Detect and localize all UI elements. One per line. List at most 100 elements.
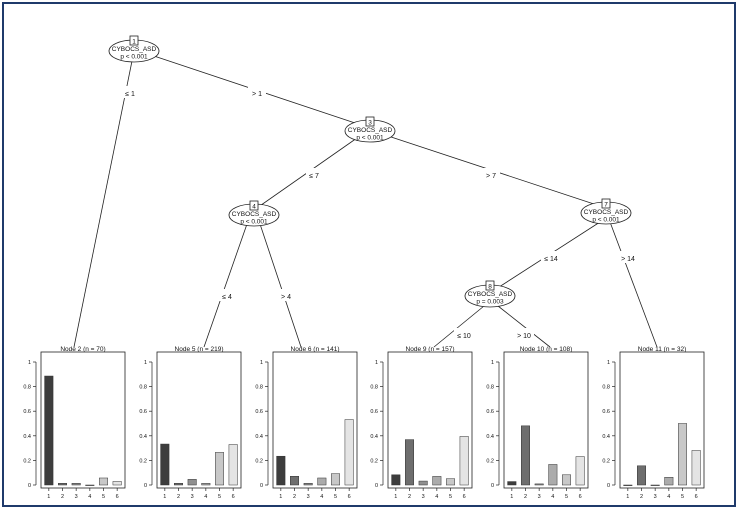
- y-tick-label: 0.6: [370, 409, 378, 415]
- x-tick-label: 2: [293, 494, 296, 500]
- terminal-node-panels: Node 2 (n = 70) 0 0.2 0.4 0.6 0.8 1 1 2 3 4 5 6 Node …: [23, 346, 705, 500]
- node-variable: CYBOCS_ASD: [584, 209, 629, 216]
- node-id-box: [249, 200, 259, 211]
- edge-label-8-9: ≤ 10: [454, 328, 474, 340]
- edge-4-5: [203, 223, 248, 348]
- bar: [575, 456, 585, 486]
- x-tick-label: 6: [232, 494, 235, 500]
- inner-node-4: 4 CYBOCS_ASD p < 0.001: [228, 200, 280, 227]
- chart-title: Node 10 (n = 108): [520, 346, 573, 353]
- bar: [521, 425, 530, 486]
- x-tick-label: 5: [102, 494, 105, 500]
- y-tick-label: 0.6: [602, 409, 610, 415]
- x-tick-label: 3: [75, 494, 78, 500]
- y-tick-label: 0.8: [602, 385, 610, 391]
- y-tick-label: 0.8: [486, 385, 494, 391]
- x-tick-label: 6: [116, 494, 119, 500]
- bar: [344, 419, 354, 486]
- x-tick-label: 2: [177, 494, 180, 500]
- x-tick-label: 4: [320, 494, 323, 500]
- edge-label-4-5: ≤ 4: [219, 289, 235, 301]
- bar: [44, 375, 54, 486]
- x-tick-label: 2: [408, 494, 411, 500]
- chart-panel: [503, 351, 589, 489]
- node-id: 1: [132, 39, 136, 46]
- x-tick-label: 4: [204, 494, 207, 500]
- bar: [459, 436, 469, 486]
- node-variable: CYBOCS_ASD: [468, 291, 513, 298]
- chart-title: Node 6 (n = 141): [291, 346, 340, 353]
- bar: [562, 474, 571, 486]
- node-variable: CYBOCS_ASD: [112, 46, 157, 53]
- x-tick-label: 3: [422, 494, 425, 500]
- y-tick-label: 0.4: [255, 434, 263, 440]
- x-tick-label: 6: [348, 494, 351, 500]
- x-tick-label: 3: [191, 494, 194, 500]
- bar: [290, 476, 299, 486]
- bar: [331, 473, 340, 486]
- y-tick-label: 0.2: [255, 458, 263, 464]
- bar: [637, 465, 646, 486]
- node-id: 3: [368, 120, 372, 127]
- node-p-value: p < 0.001: [356, 135, 384, 142]
- chart-title: Node 2 (n = 70): [60, 346, 105, 353]
- edge-label-text: > 4: [281, 294, 291, 301]
- bar: [160, 443, 170, 486]
- edge-label-8-10: > 10: [514, 328, 534, 340]
- y-tick-label: 0.4: [139, 434, 147, 440]
- edge-label-1-3: > 1: [248, 86, 266, 98]
- x-tick-label: 5: [334, 494, 337, 500]
- x-tick-label: 2: [61, 494, 64, 500]
- node-id: 7: [604, 202, 608, 209]
- chart-panel: [387, 351, 473, 489]
- y-tick-label: 0.8: [255, 385, 263, 391]
- edge-8-9: [433, 305, 485, 348]
- y-tick-label: 0.4: [370, 434, 378, 440]
- x-tick-label: 5: [218, 494, 221, 500]
- edge-label-1-2: ≤ 1: [122, 86, 138, 98]
- edge-label-text: ≤ 14: [544, 256, 558, 263]
- y-tick-label: 0.8: [23, 385, 31, 391]
- y-tick-label: 0.4: [602, 434, 610, 440]
- bar: [85, 484, 95, 486]
- bar: [317, 477, 327, 486]
- y-tick-label: 0: [491, 483, 494, 489]
- bar: [534, 483, 544, 486]
- y-tick-label: 0.2: [370, 458, 378, 464]
- node-id-box: [601, 198, 611, 209]
- bar: [303, 483, 313, 486]
- node-p-value: p < 0.001: [120, 54, 148, 61]
- bar: [187, 479, 197, 486]
- x-tick-label: 3: [307, 494, 310, 500]
- y-tick-label: 1: [28, 360, 31, 366]
- bar: [99, 477, 108, 486]
- bar: [276, 455, 286, 486]
- edge-4-6: [259, 223, 302, 348]
- node-id: 4: [252, 204, 256, 211]
- edge-label-3-4: ≤ 7: [306, 168, 322, 180]
- bar: [691, 450, 701, 486]
- edge-3-4: [253, 137, 358, 211]
- y-tick-label: 0: [28, 483, 31, 489]
- y-tick-label: 0: [260, 483, 263, 489]
- edge-label-text: ≤ 7: [309, 173, 319, 180]
- chart-panel: [619, 351, 705, 489]
- bar: [548, 464, 558, 486]
- chart-title: Node 9 (n = 157): [406, 346, 455, 353]
- node-variable: CYBOCS_ASD: [232, 211, 277, 218]
- x-tick-label: 1: [510, 494, 513, 500]
- edge-label-7-11: > 14: [618, 251, 638, 263]
- chart-panel: [40, 351, 126, 489]
- y-tick-label: 0: [607, 483, 610, 489]
- edge-label-3-7: > 7: [482, 168, 500, 180]
- inner-node-7: 7 CYBOCS_ASD p < 0.001: [580, 198, 632, 225]
- x-tick-label: 5: [565, 494, 568, 500]
- y-tick-label: 0.6: [255, 409, 263, 415]
- inner-node-8: 8 CYBOCS_ASD p = 0.003: [464, 280, 516, 308]
